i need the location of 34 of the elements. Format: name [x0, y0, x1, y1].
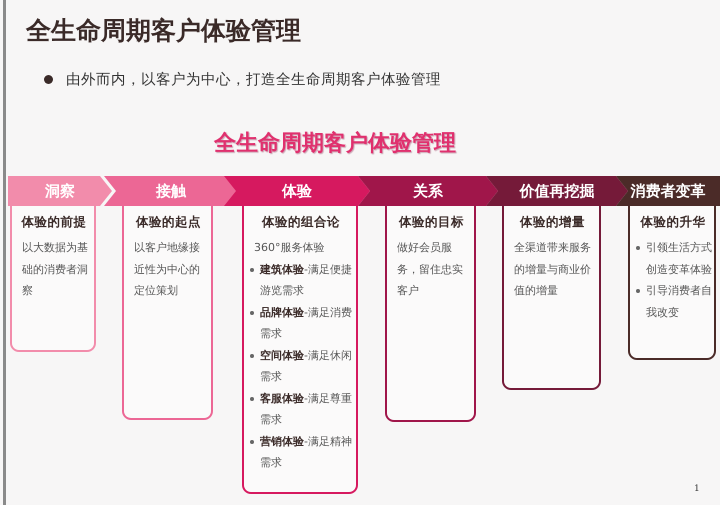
bullet-item: 品牌体验-满足消费需求 [260, 304, 353, 342]
stage-header: 价值再挖掘 [486, 176, 628, 206]
card-text: 全渠道带来服务的增量与商业价值的增量 [513, 240, 592, 299]
card-text: 360°服务体验 [253, 240, 326, 256]
info-card [242, 206, 358, 494]
info-card [385, 206, 476, 422]
info-card [10, 206, 96, 352]
card-heading: 体验的升华 [639, 214, 706, 231]
card-text: 以大数据为基础的消费者洞察 [21, 240, 89, 299]
info-card [122, 206, 213, 420]
stage-header: 接触 [104, 176, 238, 206]
bullet-item: 营销体验-满足精神需求 [260, 434, 353, 471]
page-number: 1 [694, 484, 700, 494]
bullet-text: 由外而内，以客户为中心，打造全生命周期客户体验管理 [66, 70, 441, 89]
info-card [628, 206, 716, 360]
bullet-item: 建筑体验-满足便捷游览需求 [260, 262, 353, 299]
card-text: 做好会员服务，留住忠实客户 [396, 240, 464, 299]
info-card [502, 206, 601, 390]
card-heading: 体验的前提 [20, 214, 88, 231]
stage-header: 关系 [358, 176, 498, 206]
card-heading: 体验的组合论 [260, 214, 341, 231]
stage-header: 消费者变革 [616, 176, 720, 206]
bullet-item: 引领生活方式创造变革体验 [646, 240, 712, 278]
title: 全生命周期客户体验管理 [26, 15, 301, 47]
bullet-item: 引导消费者自我改变 [646, 283, 712, 320]
card-text: 以客户地缘接近性为中心的定位策划 [133, 240, 201, 299]
card-heading: 体验的起点 [134, 214, 202, 231]
stage-header: 洞察 [8, 176, 112, 206]
stage-header: 体验 [224, 176, 370, 206]
bullet-item: 空间体验-满足休闲需求 [260, 348, 353, 385]
subtitle: 全生命周期客户体验管理 [214, 130, 456, 158]
bullet-item: 客服体验-满足尊重需求 [260, 390, 353, 428]
card-heading: 体验的目标 [398, 214, 465, 231]
card-heading: 体验的增量 [518, 214, 586, 231]
